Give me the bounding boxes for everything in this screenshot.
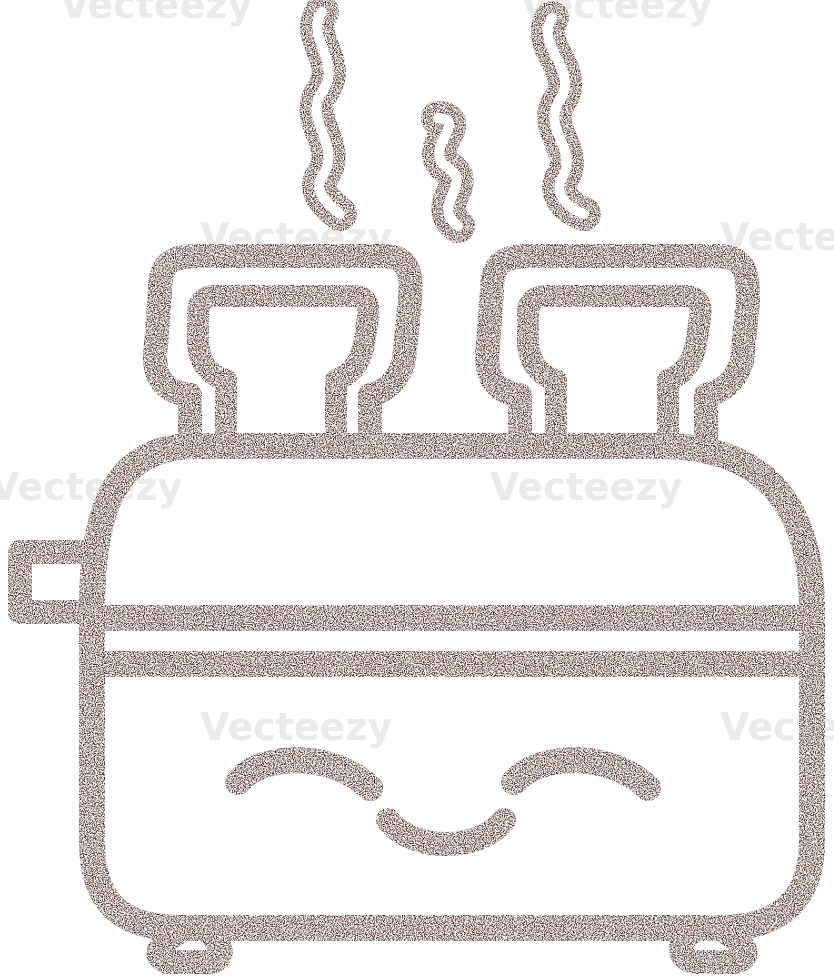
svg-text:Vecteezy: Vecteezy xyxy=(200,705,392,749)
right-eye xyxy=(501,747,661,801)
left-eye xyxy=(225,747,383,801)
toast-right-icon xyxy=(475,244,760,452)
svg-text:Vecteezy: Vecteezy xyxy=(0,465,182,509)
steam-wisp-left-inner xyxy=(311,7,345,219)
feet-icon xyxy=(146,922,758,974)
face-icon xyxy=(225,747,661,856)
svg-text:Vecteezy: Vecteezy xyxy=(60,0,252,27)
steam-wisp-middle-inner xyxy=(433,113,463,231)
steam-icon xyxy=(299,0,601,243)
steam-wisp-right-inner xyxy=(542,13,589,219)
smile xyxy=(376,808,516,856)
svg-text:Vecteezy: Vecteezy xyxy=(490,465,682,509)
toast-left-icon xyxy=(143,244,423,452)
lever-icon xyxy=(8,540,104,624)
watermark: Vecteezy Vecteezy Vecteezy Vecteezy Vect… xyxy=(0,0,834,749)
